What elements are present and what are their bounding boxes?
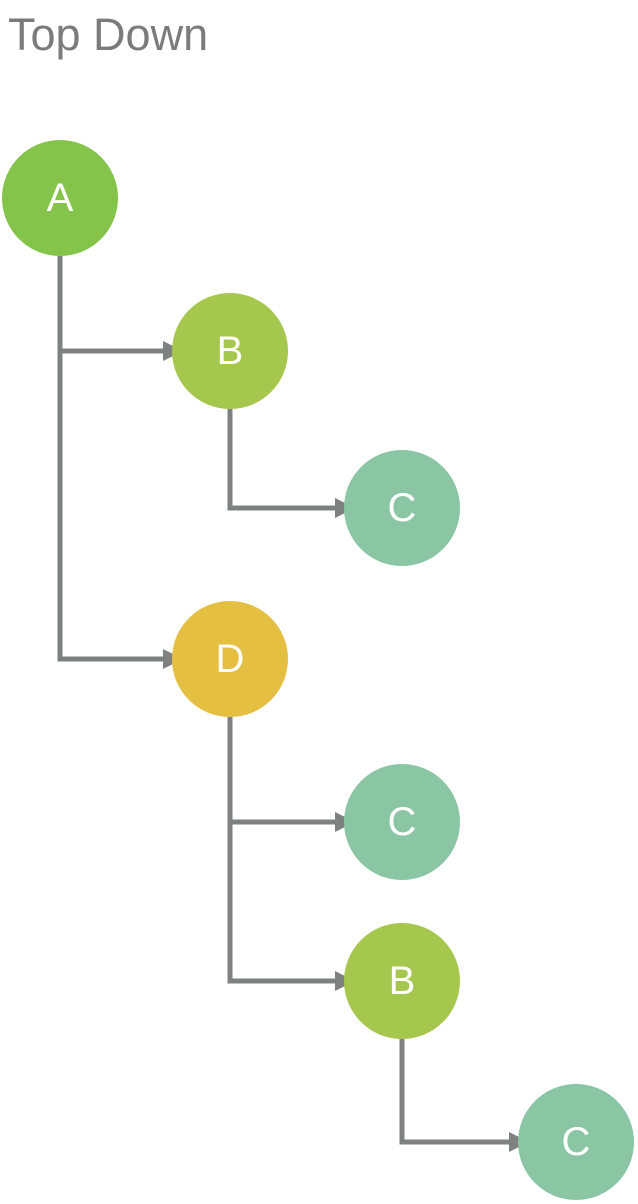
- node-c-1-label: C: [387, 486, 417, 530]
- edge-a-to-d: [57, 256, 183, 669]
- node-c-3-label: C: [561, 1120, 591, 1164]
- edge-d-to-b2: [227, 717, 355, 991]
- node-c-2-label: C: [387, 800, 417, 844]
- node-a-label: A: [46, 176, 74, 220]
- edge-d-to-c2-line: [227, 717, 335, 825]
- node-b-1-label: B: [216, 329, 244, 373]
- node-b-1[interactable]: B: [172, 293, 288, 409]
- node-c-2[interactable]: C: [344, 764, 460, 880]
- edge-b1-to-c1-line: [227, 409, 335, 511]
- edge-b1-to-c1: [227, 409, 355, 518]
- node-c-1[interactable]: C: [344, 450, 460, 566]
- edge-b2-to-c3-line: [399, 1039, 509, 1145]
- page-title: Top Down: [8, 9, 209, 60]
- edge-d-to-b2-line: [227, 717, 335, 984]
- edge-d-to-c2: [227, 717, 355, 832]
- edge-a-to-b-line: [57, 256, 163, 354]
- edge-a-to-d-line: [57, 256, 163, 662]
- node-b-2[interactable]: B: [344, 923, 460, 1039]
- edge-b2-to-c3: [399, 1039, 529, 1152]
- node-d-label: D: [215, 637, 245, 681]
- node-b-2-label: B: [388, 959, 416, 1003]
- edge-a-to-b: [57, 256, 183, 361]
- node-a[interactable]: A: [2, 140, 118, 256]
- node-c-3[interactable]: C: [518, 1084, 634, 1200]
- node-d[interactable]: D: [172, 601, 288, 717]
